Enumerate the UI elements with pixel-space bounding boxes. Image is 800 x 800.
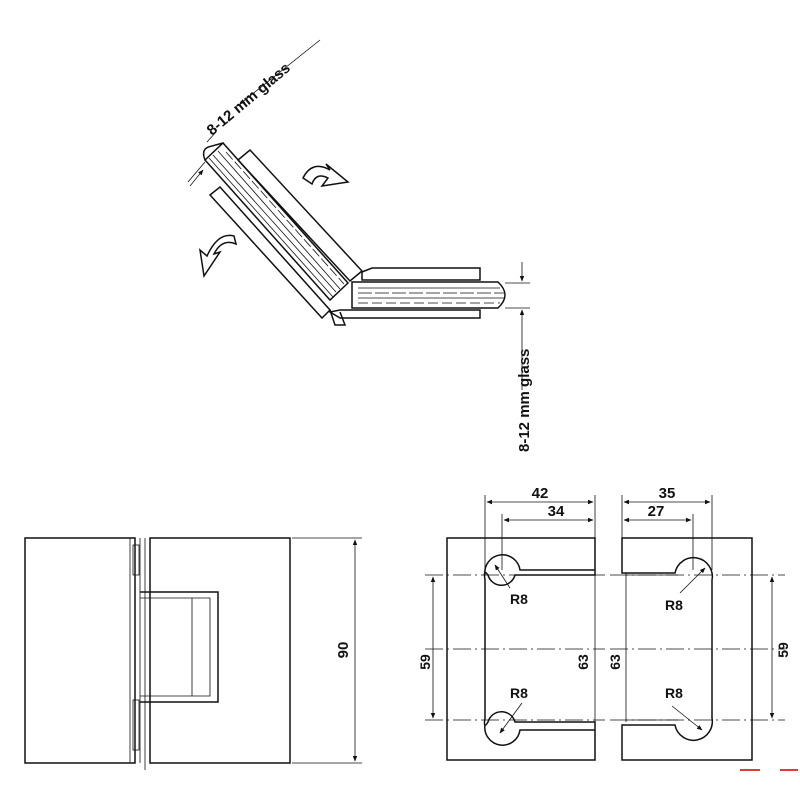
glass-thickness-label-1: 8-12 mm glass xyxy=(204,60,294,139)
cutout-right-span-outer: 63 xyxy=(607,654,623,670)
glass-thickness-dim-vertical: 8-12 mm glass xyxy=(505,262,533,452)
cutout-left-radius-bottom: R8 xyxy=(510,685,528,701)
cutout-right-width-inner: 27 xyxy=(648,503,665,520)
horizontal-clamp-plates xyxy=(327,267,481,326)
cutout-right-width-outer: 35 xyxy=(659,485,676,502)
cutout-left-span-outer: 63 xyxy=(575,654,591,670)
horizontal-glass-panel xyxy=(351,281,506,309)
cutout-left-radius-top: R8 xyxy=(510,591,528,607)
angled-hinge-view: 8-12 mm glass 8-12 mm glass xyxy=(187,39,533,452)
glass-thickness-label-2: 8-12 mm glass xyxy=(516,349,533,452)
diagonal-glass-panel xyxy=(202,141,350,302)
cutout-right-radius-top: R8 xyxy=(665,597,683,613)
glass-cutout-left: 42 34 R8 R8 59 63 xyxy=(417,485,605,761)
hinge-height-label: 90 xyxy=(335,642,352,659)
rotation-arrow-icon-right xyxy=(302,163,350,188)
glass-cutout-right: 35 27 R8 R8 63 59 xyxy=(607,485,791,761)
hinge-front-view: 90 xyxy=(24,537,362,770)
rotation-arrow-icon-left xyxy=(198,234,238,279)
cutout-left-width-outer: 42 xyxy=(532,485,549,502)
cutout-right-span-inner: 59 xyxy=(775,642,791,658)
cutout-left-width-inner: 34 xyxy=(548,503,565,520)
cutout-left-span-inner: 59 xyxy=(417,654,433,670)
cutout-right-radius-bottom: R8 xyxy=(665,685,683,701)
